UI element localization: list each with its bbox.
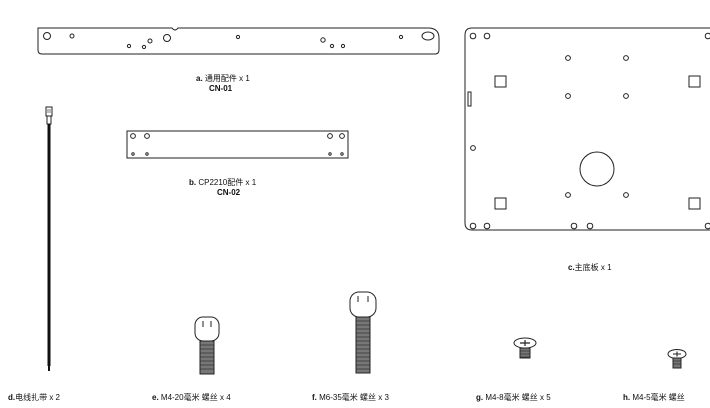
caption-b: b. CP2210配件 x 1 bbox=[189, 178, 257, 187]
screw-m4-8 bbox=[513, 337, 537, 359]
caption-f: f. M6-35毫米 螺丝 x 3 bbox=[312, 393, 389, 402]
screw-m4-5 bbox=[667, 349, 687, 369]
screw-m6-35 bbox=[349, 291, 377, 374]
main-base-plate bbox=[464, 27, 710, 231]
code-a: CN-01 bbox=[209, 84, 233, 93]
caption-a: a. 通用配件 x 1 bbox=[196, 74, 250, 83]
bracket-cn-02 bbox=[126, 130, 349, 159]
bracket-cn-01 bbox=[37, 27, 440, 55]
caption-c: c.主底板 x 1 bbox=[568, 263, 612, 272]
screw-m4-20 bbox=[194, 316, 220, 375]
caption-g: g. M4-8毫米 螺丝 x 5 bbox=[476, 393, 551, 402]
code-b: CN-02 bbox=[217, 188, 241, 197]
caption-d: d.电线扎带 x 2 bbox=[8, 393, 61, 402]
caption-e: e. M4-20毫米 螺丝 x 4 bbox=[152, 393, 231, 402]
cable-tie bbox=[45, 106, 53, 371]
caption-h: h. M4-5毫米 螺丝 bbox=[623, 393, 685, 402]
